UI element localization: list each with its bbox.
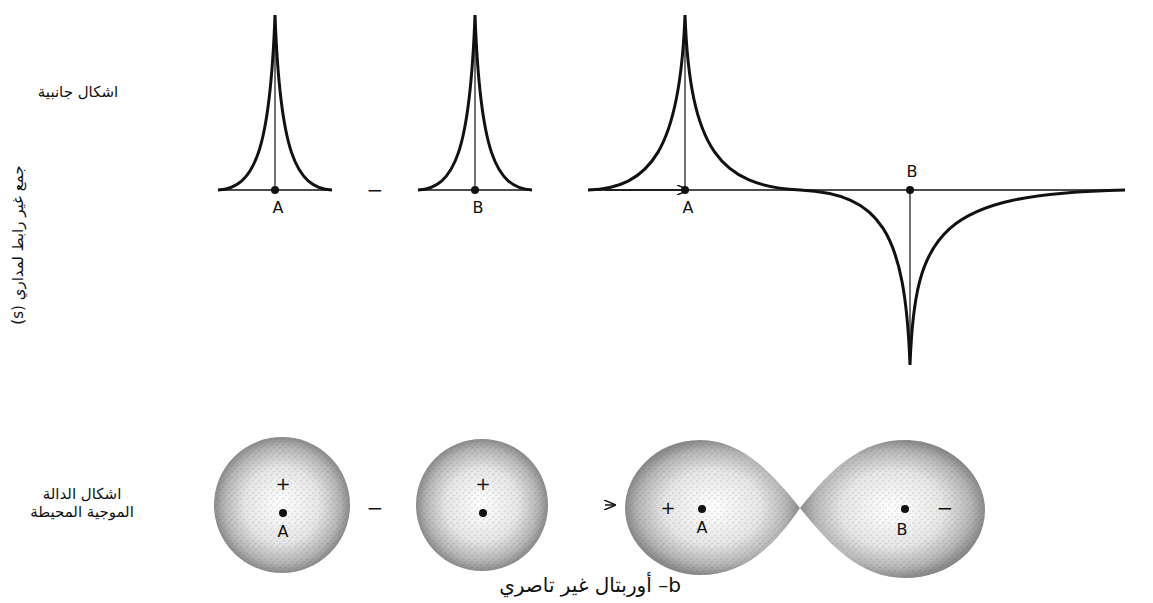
orbital-clouds (214, 437, 985, 578)
phase-sign: − (937, 496, 954, 520)
minus-sign: − (367, 496, 384, 520)
atom-label: A (683, 198, 694, 217)
side-title: جمع غير رابط لمداري (s) (9, 165, 27, 324)
reaction-arrow (605, 504, 615, 506)
atom-label: A (278, 522, 289, 541)
phase-sign: + (660, 497, 675, 519)
row-label: اشكال جانبية (38, 83, 118, 101)
reaction-arrow (605, 189, 688, 191)
minus-sign: − (367, 178, 384, 202)
atom-label: B (473, 198, 484, 217)
atom-label: A (697, 518, 708, 537)
atom-label: A (273, 198, 284, 217)
figure-caption: b– أوربتال غير تاصري (499, 573, 681, 597)
profile-curves (218, 15, 1125, 365)
atom-label: B (907, 162, 918, 181)
phase-sign: + (275, 473, 290, 495)
row-label: اشكال الدالة الموجية المحيطة (22, 485, 142, 521)
phase-sign: + (475, 473, 490, 495)
atom-label: B (897, 520, 908, 539)
